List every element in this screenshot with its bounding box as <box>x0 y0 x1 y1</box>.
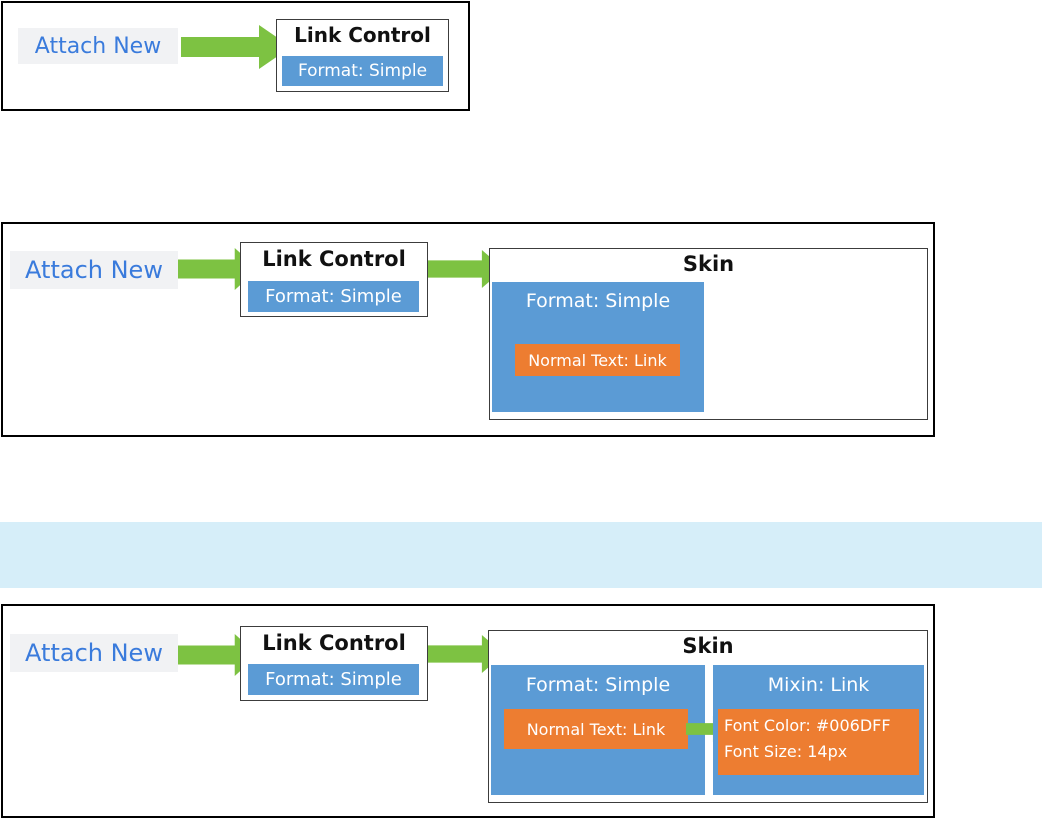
link-control-format: Format: Simple <box>248 281 419 312</box>
info-banner <box>0 522 1042 588</box>
link-control-format: Format: Simple <box>248 664 419 695</box>
font-size-text: Font Size: 14px <box>724 742 848 761</box>
mixin-link-title: Mixin: Link <box>767 674 870 696</box>
format-simple-title: Format: Simple <box>525 290 671 312</box>
normal-text-link-block: Normal Text: Link <box>504 709 688 749</box>
attach-new-label: Attach New <box>18 28 178 64</box>
normal-text-link-block: Normal Text: Link <box>515 344 680 376</box>
link-control-title: Link Control <box>294 23 431 47</box>
format-simple-title: Format: Simple <box>525 674 671 696</box>
mixin-properties-block: Font Color: #006DFF Font Size: 14px <box>718 709 919 775</box>
font-color-text: Font Color: #006DFF <box>724 716 891 735</box>
attach-new-label: Attach New <box>10 251 178 289</box>
skin-title: Skin <box>682 252 735 276</box>
link-control-title: Link Control <box>262 631 406 655</box>
link-control-title: Link Control <box>262 247 406 271</box>
link-control-format: Format: Simple <box>282 56 443 86</box>
attach-new-label: Attach New <box>10 634 178 672</box>
skin-title: Skin <box>682 634 734 658</box>
